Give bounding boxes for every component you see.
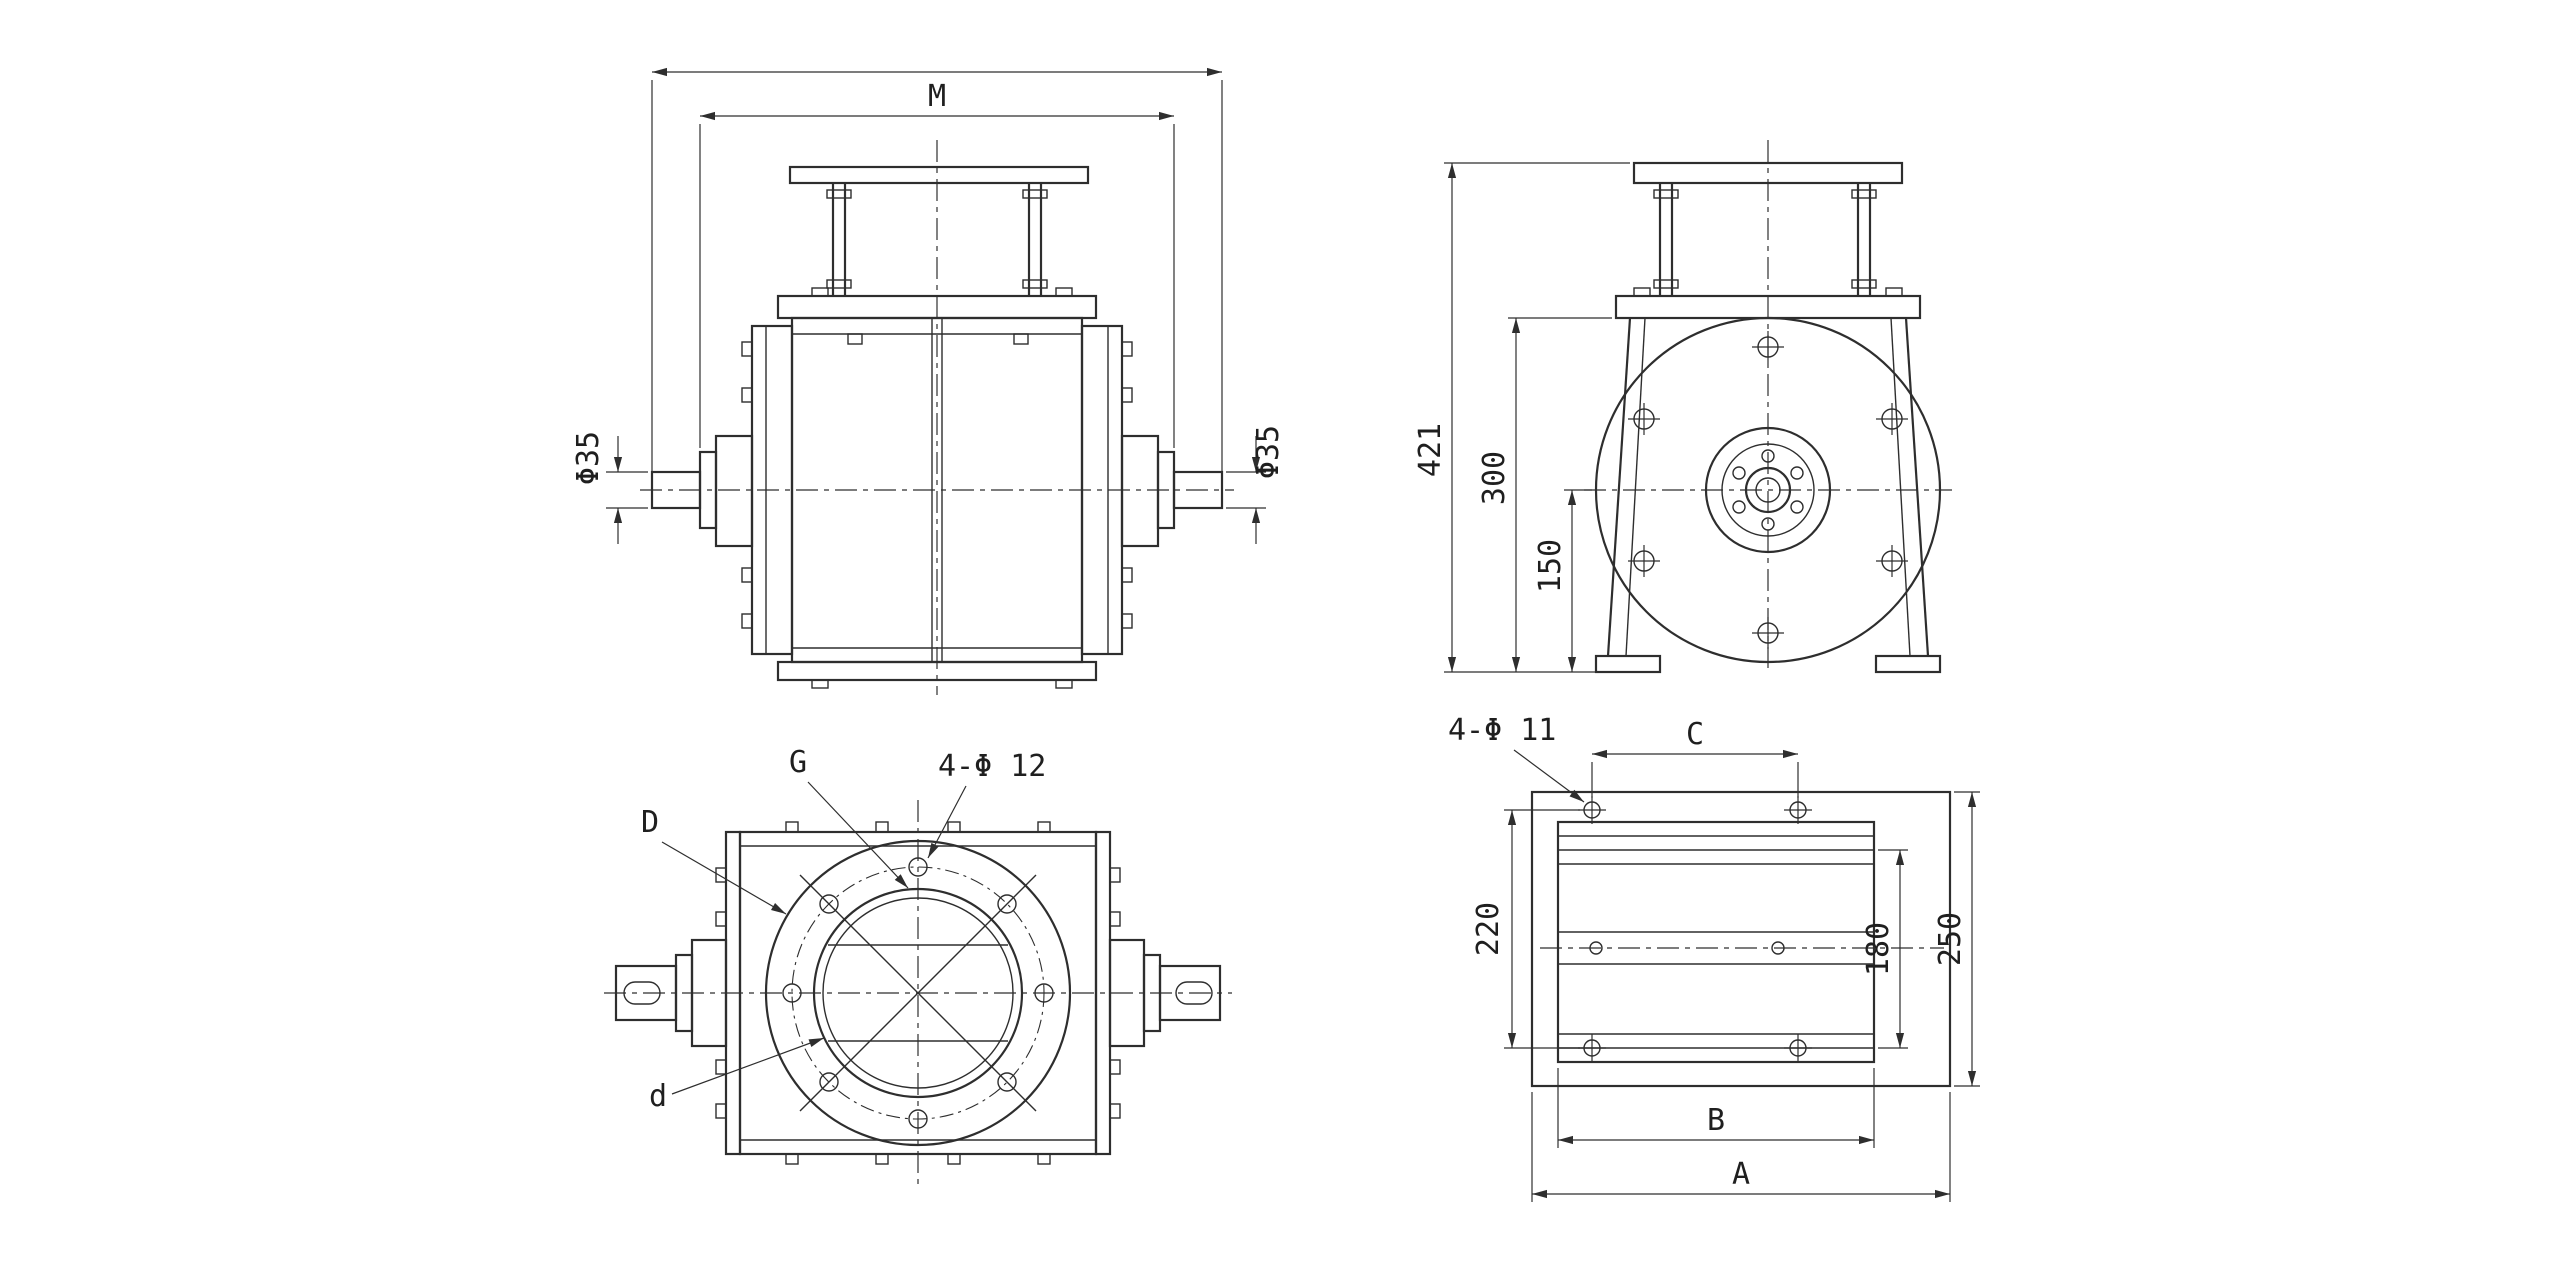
dim-label-shaft-right: Φ35 bbox=[1251, 425, 1286, 479]
flange-dim-c: C bbox=[1591, 717, 1799, 798]
front-shaft-right bbox=[1120, 434, 1224, 548]
side-dim-421: 421 bbox=[1413, 162, 1630, 673]
front-view: M bbox=[571, 67, 1286, 695]
dim-label-c: C bbox=[1686, 717, 1704, 752]
side-view: 421 300 150 bbox=[1413, 140, 1952, 674]
rotor-callout-big-d: D bbox=[641, 805, 787, 915]
cover-bolt bbox=[1876, 403, 1908, 435]
front-dim-overall bbox=[651, 67, 1223, 480]
flange-bolt-hole bbox=[1784, 796, 1812, 824]
rotor-view: G 4-Φ 12 D d bbox=[604, 745, 1232, 1188]
front-dim-shaft-left: Φ35 bbox=[571, 431, 648, 544]
side-dim-300: 300 bbox=[1477, 317, 1612, 672]
rotor-callout-small-d: d bbox=[649, 1037, 825, 1114]
front-top-bracket bbox=[788, 165, 1090, 296]
flange-dim-220: 220 bbox=[1471, 809, 1580, 1049]
label-bolt-holes-12: 4-Φ 12 bbox=[938, 749, 1046, 784]
dim-label-180: 180 bbox=[1861, 922, 1896, 976]
flange-dim-a: A bbox=[1531, 1092, 1951, 1202]
cover-bolt bbox=[1876, 545, 1908, 577]
flange-callout-bolt-holes: 4-Φ 11 bbox=[1448, 713, 1585, 803]
flange-dim-250: 250 bbox=[1933, 791, 1980, 1087]
flange-dim-b: B bbox=[1557, 1068, 1875, 1148]
dim-label-250: 250 bbox=[1933, 912, 1968, 966]
dim-label-421: 421 bbox=[1413, 423, 1448, 477]
side-top-bracket bbox=[1632, 161, 1904, 296]
cover-bolt bbox=[1628, 545, 1660, 577]
dim-label-220: 220 bbox=[1471, 902, 1506, 956]
label-bolt-holes-11: 4-Φ 11 bbox=[1448, 713, 1556, 748]
front-shaft-left bbox=[650, 434, 754, 548]
flange-view: 4-Φ 11 C 220 180 250 bbox=[1448, 713, 1980, 1202]
flange-bolt-hole bbox=[1578, 796, 1606, 824]
side-support-legs bbox=[1594, 317, 1942, 674]
flange-bolt-hole bbox=[1784, 1034, 1812, 1062]
flange-bolt-hole bbox=[1578, 1034, 1606, 1062]
front-dim-m: M bbox=[699, 79, 1175, 448]
rotor-callout-bolt-holes: 4-Φ 12 bbox=[927, 749, 1046, 859]
front-dim-shaft-right: Φ35 bbox=[1226, 425, 1286, 544]
dim-label-shaft-left: Φ35 bbox=[571, 431, 606, 485]
dim-label-m: M bbox=[928, 79, 946, 114]
label-big-d: D bbox=[641, 805, 659, 840]
dim-label-a: A bbox=[1732, 1157, 1750, 1192]
cover-bolt bbox=[1628, 403, 1660, 435]
dim-label-150: 150 bbox=[1533, 539, 1568, 593]
dim-label-300: 300 bbox=[1477, 451, 1512, 505]
flange-dim-180: 180 bbox=[1861, 849, 1908, 1049]
rotor-callout-g: G bbox=[789, 745, 909, 889]
flange-plate bbox=[1530, 790, 1952, 1088]
label-g: G bbox=[789, 745, 807, 780]
label-small-d: d bbox=[649, 1079, 667, 1114]
dim-label-b: B bbox=[1707, 1103, 1725, 1138]
side-dim-150: 150 bbox=[1533, 489, 1592, 672]
